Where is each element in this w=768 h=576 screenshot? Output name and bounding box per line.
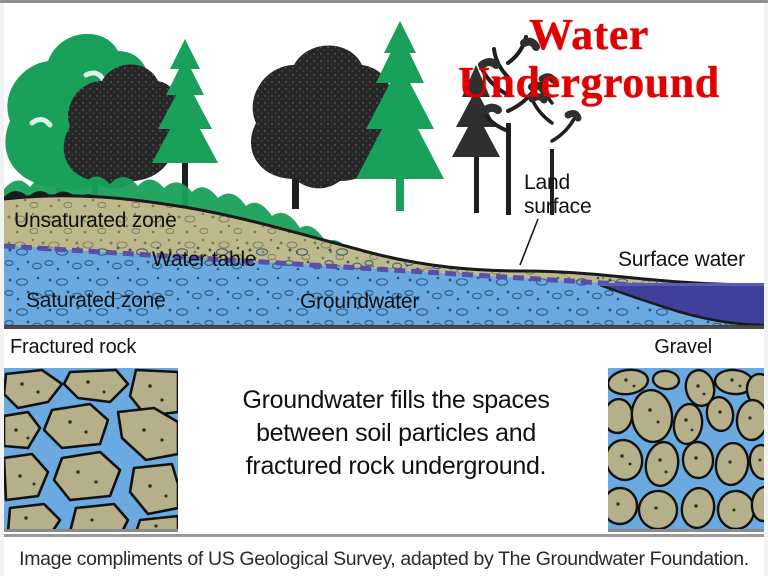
label-water-table: Water table bbox=[152, 248, 257, 271]
title-line-1: Water bbox=[529, 10, 649, 59]
label-groundwater: Groundwater bbox=[300, 290, 420, 313]
page-title: Water Underground bbox=[424, 10, 754, 108]
lower-panel-bottom-rule bbox=[4, 534, 764, 537]
left-margin-rule bbox=[0, 0, 4, 576]
caption-fractured-rock: Fractured rock bbox=[10, 336, 137, 358]
center-explanation-text: Groundwater fills the spaces between soi… bbox=[242, 386, 550, 480]
label-saturated-zone: Saturated zone bbox=[26, 289, 166, 312]
subsurface bbox=[4, 194, 764, 329]
label-land-surface: Land surface bbox=[524, 171, 592, 218]
top-border-rule bbox=[0, 0, 768, 3]
lower-panel: Fractured rock bbox=[4, 332, 764, 537]
footer-credit: Image compliments of US Geological Surve… bbox=[19, 548, 749, 570]
cross-section-panel: Water Underground Unsaturated zone Water… bbox=[4, 3, 764, 329]
fractured-rock-inset bbox=[4, 368, 178, 532]
label-unsaturated-zone: Unsaturated zone bbox=[14, 209, 177, 232]
caption-gravel: Gravel bbox=[654, 336, 712, 358]
cross-section-illustration bbox=[4, 3, 764, 329]
right-margin-rule bbox=[764, 0, 768, 576]
label-surface-water: Surface water bbox=[618, 248, 745, 271]
land-surface-leader-line bbox=[519, 218, 539, 266]
surface-water-body bbox=[600, 285, 764, 325]
gravel-inset bbox=[608, 368, 764, 532]
cross-section-bottom-rule bbox=[4, 326, 764, 329]
title-line-2: Underground bbox=[458, 58, 720, 108]
